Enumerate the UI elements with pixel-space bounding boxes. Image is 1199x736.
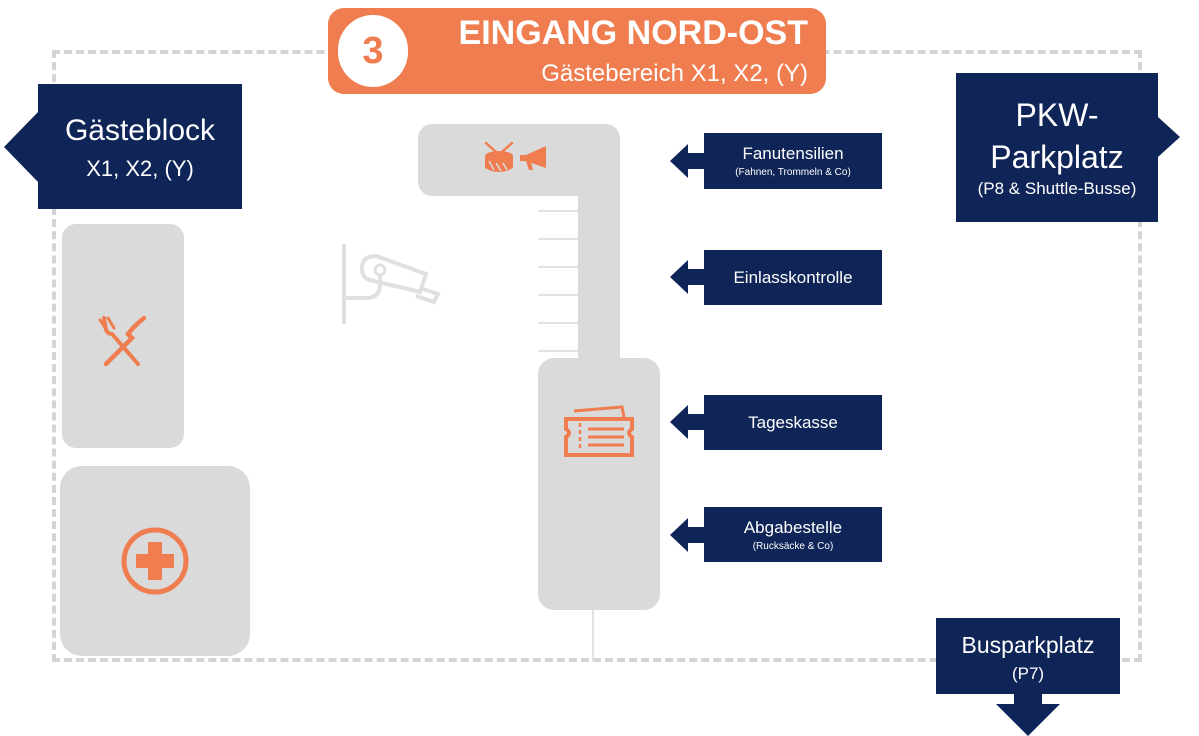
station-sublabel: (Fahnen, Trommeln & Co) <box>735 167 851 178</box>
bus-park-sign: Busparkplatz (P7) <box>936 618 1120 694</box>
arrow-stem <box>688 269 704 285</box>
entrance-subtitle: Gästebereich X1, X2, (Y) <box>541 60 808 87</box>
arrow-down-icon <box>996 704 1060 736</box>
food-zone <box>62 224 184 448</box>
divider-line <box>592 610 594 662</box>
bus-arrow-stem <box>1014 694 1042 706</box>
station-drop-off: Abgabestelle (Rucksäcke & Co) <box>704 507 882 562</box>
entrance-title: EINGANG NORD-OST <box>458 14 808 52</box>
arrow-stem <box>688 527 704 543</box>
megaphone-icon <box>518 144 552 172</box>
arrow-right-icon <box>1158 117 1180 157</box>
car-park-line2: Parkplatz <box>990 139 1124 175</box>
bus-park-line2: (P7) <box>1011 664 1045 683</box>
arrow-left-icon <box>670 144 688 178</box>
bus-park-line1: Busparkplatz <box>961 632 1095 658</box>
station-label: Tageskasse <box>748 413 838 432</box>
entrance-number: 3 <box>338 15 408 87</box>
station-sublabel: (Rucksäcke & Co) <box>752 541 834 552</box>
fork-knife-icon <box>98 316 152 368</box>
lane-lines <box>538 210 578 358</box>
entrance-header <box>328 8 826 94</box>
guest-block-subtitle: X1, X2, (Y) <box>86 156 194 181</box>
ticket-zone <box>538 358 660 610</box>
station-box-office: Tageskasse <box>704 395 882 450</box>
car-park-line3: (P8 & Shuttle-Busse) <box>977 179 1137 198</box>
ticket-icon <box>562 405 636 459</box>
arrow-left-icon <box>670 405 688 439</box>
arrow-stem <box>688 414 704 430</box>
station-entry-control: Einlasskontrolle <box>704 250 882 305</box>
arrow-left-icon <box>670 260 688 294</box>
car-park-line1: PKW- <box>1015 97 1099 133</box>
entry-lane <box>578 150 620 380</box>
station-fan-items: Fanutensilien (Fahnen, Trommeln & Co) <box>704 133 882 189</box>
guest-block-sign: Gästeblock X1, X2, (Y) <box>38 84 242 209</box>
arrow-left-icon <box>670 518 688 552</box>
guest-block-title: Gästeblock <box>64 114 216 147</box>
station-label: Einlasskontrolle <box>733 268 853 287</box>
arrow-stem <box>688 153 704 169</box>
car-park-sign: PKW- Parkplatz (P8 & Shuttle-Busse) <box>956 73 1158 222</box>
station-label: Fanutensilien <box>742 144 844 163</box>
drum-icon <box>482 142 518 176</box>
arrow-left-icon <box>4 112 38 182</box>
station-label: Abgabestelle <box>743 518 843 537</box>
security-camera-icon <box>340 242 444 326</box>
first-aid-cross-icon <box>120 526 190 596</box>
